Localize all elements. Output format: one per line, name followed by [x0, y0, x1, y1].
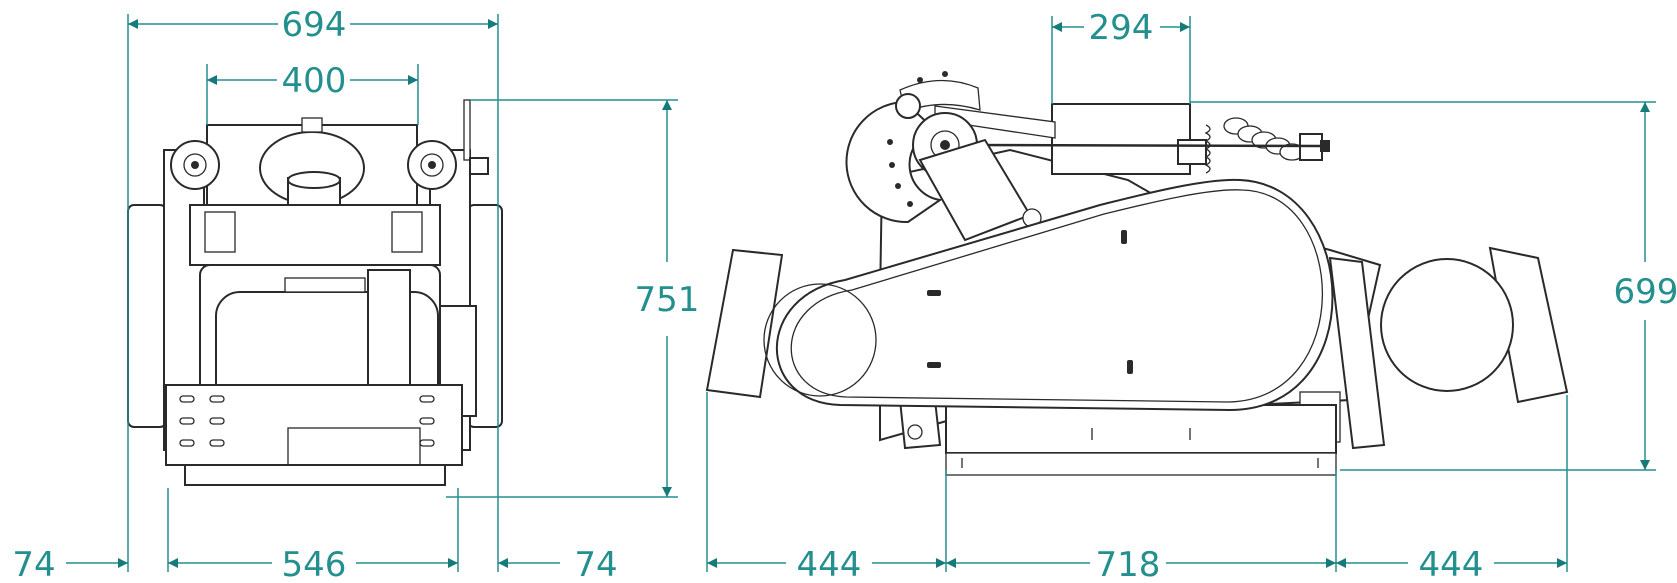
side-left-pulley [763, 283, 877, 397]
label-front-left-offset: 74 [12, 545, 55, 583]
side-right-drum [1380, 258, 1514, 392]
side-top-box [1051, 103, 1191, 175]
front-base-plate [184, 464, 446, 486]
side-belt-guard [775, 178, 1334, 412]
label-front-height: 751 [635, 280, 700, 320]
label-side-base-length: 718 [1096, 545, 1161, 583]
label-side-right-offset: 444 [1419, 545, 1484, 583]
front-dimensions: 694 400 751 74 546 74 [12, 5, 699, 583]
label-side-left-offset: 444 [797, 545, 862, 583]
label-side-height: 699 [1614, 272, 1677, 312]
label-side-top-width: 294 [1089, 8, 1154, 48]
front-left-wheel [127, 204, 167, 428]
label-front-base-width: 546 [282, 545, 347, 583]
label-front-inner-width: 400 [282, 61, 347, 101]
side-left-wheel [705, 248, 784, 399]
front-spout-rim [287, 171, 341, 189]
label-front-right-offset: 74 [574, 545, 617, 583]
front-view [127, 99, 503, 486]
front-top-cap [301, 117, 323, 133]
side-view [705, 71, 1569, 476]
side-base-plate [945, 404, 1337, 454]
label-front-overall-width: 694 [282, 5, 347, 45]
side-adjustment-dial [845, 71, 1056, 242]
side-dimensions: 294 699 444 718 444 [706, 8, 1677, 583]
